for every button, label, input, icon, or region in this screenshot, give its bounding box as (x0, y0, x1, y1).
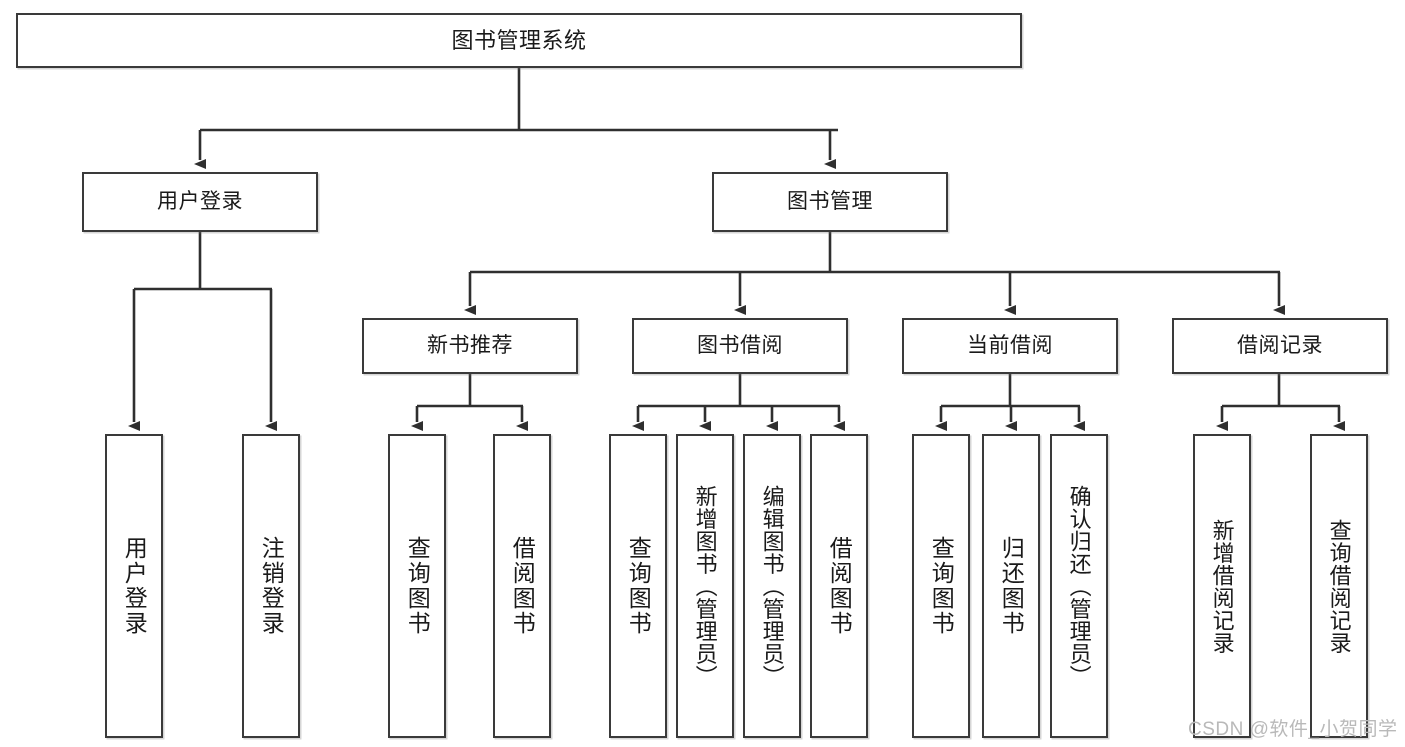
node-book-management-system[interactable]: 图书管理系统 (16, 13, 1022, 68)
node-label: 查询图书 (928, 536, 955, 636)
leaf-bookborrow-edit-book-admin[interactable]: 编辑图书（管理员） (743, 434, 801, 738)
leaf-bookborrow-borrow-books[interactable]: 借阅图书 (810, 434, 868, 738)
node-label: 查询图书 (404, 536, 431, 636)
leaf-bookborrow-query-books[interactable]: 查询图书 (609, 434, 667, 738)
node-label: 用户登录 (121, 536, 148, 636)
node-label: 确认归还（管理员） (1066, 484, 1092, 688)
leaf-currentborrow-query-books[interactable]: 查询图书 (912, 434, 970, 738)
leaf-logout[interactable]: 注销登录 (242, 434, 300, 738)
node-label: 图书管理 (787, 189, 873, 213)
node-label: 图书管理系统 (451, 27, 587, 53)
leaf-borrowrecord-add-record[interactable]: 新增借阅记录 (1193, 434, 1251, 738)
node-label: 归还图书 (998, 536, 1025, 636)
watermark: CSDN @软件_小贺同学 (1188, 719, 1398, 740)
node-user-login[interactable]: 用户登录 (82, 172, 318, 232)
node-new-book-recommend[interactable]: 新书推荐 (362, 318, 578, 374)
node-label: 用户登录 (157, 189, 243, 213)
leaf-newbook-query-books[interactable]: 查询图书 (388, 434, 446, 738)
node-label: 借阅图书 (509, 536, 536, 636)
node-label: 新增借阅记录 (1209, 518, 1235, 654)
node-label: 注销登录 (258, 536, 285, 636)
node-label: 当前借阅 (967, 333, 1053, 357)
node-label: 查询图书 (625, 536, 652, 636)
leaf-currentborrow-return-books[interactable]: 归还图书 (982, 434, 1040, 738)
leaf-bookborrow-add-book-admin[interactable]: 新增图书（管理员） (676, 434, 734, 738)
node-label: 编辑图书（管理员） (759, 484, 785, 688)
leaf-newbook-borrow-books[interactable]: 借阅图书 (493, 434, 551, 738)
node-label: 图书借阅 (697, 333, 783, 357)
node-label: 新增图书（管理员） (692, 484, 718, 688)
node-book-management[interactable]: 图书管理 (712, 172, 948, 232)
leaf-user-login[interactable]: 用户登录 (105, 434, 163, 738)
node-book-borrow[interactable]: 图书借阅 (632, 318, 848, 374)
node-label: 查询借阅记录 (1326, 518, 1352, 654)
node-label: 借阅记录 (1237, 333, 1323, 357)
node-borrow-record[interactable]: 借阅记录 (1172, 318, 1388, 374)
leaf-currentborrow-confirm-return-admin[interactable]: 确认归还（管理员） (1050, 434, 1108, 738)
leaf-borrowrecord-query-record[interactable]: 查询借阅记录 (1310, 434, 1368, 738)
node-label: 借阅图书 (826, 536, 853, 636)
node-current-borrow[interactable]: 当前借阅 (902, 318, 1118, 374)
node-label: 新书推荐 (427, 333, 513, 357)
